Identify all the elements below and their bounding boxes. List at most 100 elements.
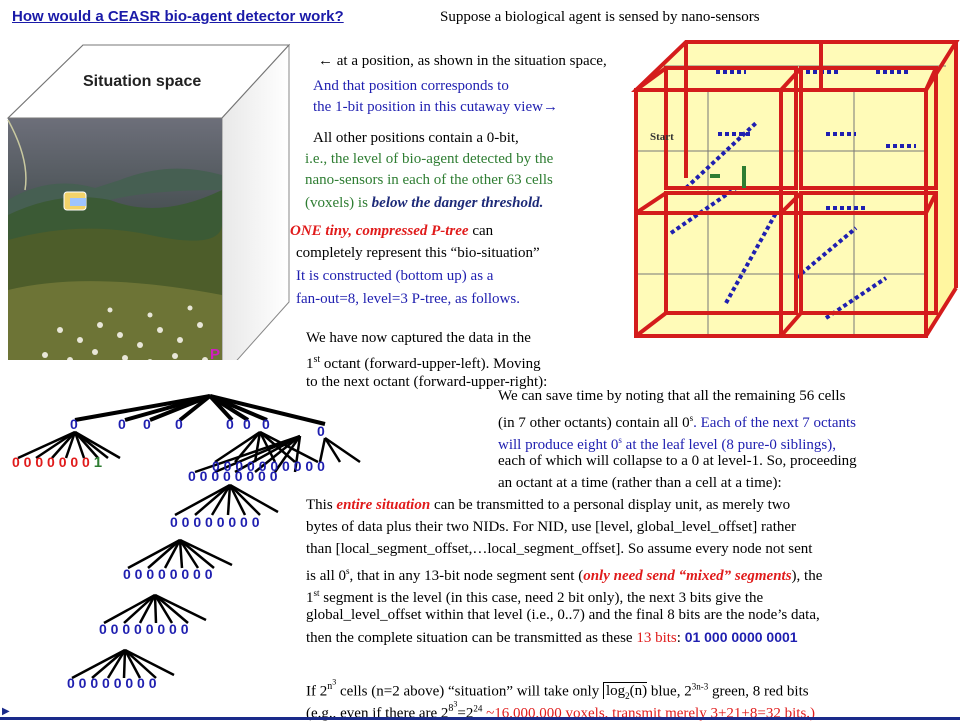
text-cutaway: the 1-bit position in this cutaway view→ [313, 99, 558, 115]
text-eg-3: 3 [453, 700, 458, 709]
tree-top-zero-7: 0 [262, 416, 270, 432]
bottom-bar [0, 717, 960, 720]
text-fanout: fan-out=8, level=3 P-tree, as follows. [296, 291, 520, 307]
text-threshold: below the danger threshold. [371, 195, 544, 211]
text-if-a: If 2 [306, 683, 328, 700]
text-voxels: (voxels) is below the danger threshold. [305, 193, 543, 213]
text-constructed: It is constructed (bottom up) as a [296, 268, 494, 284]
landscape-photo [7, 119, 222, 360]
text-nid: bytes of data plus their two NIDs. For N… [306, 519, 797, 535]
tree-top-zero-5: 0 [226, 416, 234, 432]
ptree-diagram [17, 394, 361, 680]
text-first-octant-1: 1 [306, 356, 314, 372]
text-eight-zeros-sup: s [618, 435, 622, 445]
text-eight-zeros-b: at the leaf level (8 pure-0 siblings), [621, 437, 837, 453]
ptree-top-branches [74, 394, 326, 426]
p-label: P [210, 346, 221, 363]
text-segment-sent: is all 0s, that in any 13-bit node segme… [306, 561, 822, 586]
text-bit-string: 01 000 0000 0001 [684, 629, 798, 645]
text-13-bits: 13 bits [636, 630, 677, 646]
blue-dotted-paths [669, 70, 916, 320]
text-next-octant: to the next octant (forward-upper-right)… [306, 374, 548, 390]
tree-leaf-row-2a: 0 0 0 0 0 0 0 0 0 0 [212, 458, 325, 474]
tree-top-zero-1: 0 [70, 416, 78, 432]
text-segment-d: ), the [791, 568, 823, 584]
tree-leaf-row-4: 0 0 0 0 0 0 0 0 [123, 566, 213, 582]
ptree-leaf-branches [17, 430, 361, 680]
text-if-3: 3 [332, 678, 337, 687]
text-zero-bit: All other positions contain a 0-bit, [313, 130, 519, 146]
cutaway-cube: Start [631, 40, 960, 338]
text-nano-sensors: nano-sensors in each of the other 63 cel… [305, 172, 553, 188]
text-eg-24: 24 [473, 703, 483, 714]
tree-leaf-row-1-zeros: 0 0 0 0 0 0 0 [12, 454, 90, 470]
text-captured: We have now captured the data in the [306, 330, 531, 346]
page-title: How would a CEASR bio-agent detector wor… [12, 8, 344, 25]
text-mixed-segments: only need send “mixed” segments [583, 568, 792, 584]
text-first-seg-sup: st [313, 588, 320, 598]
text-first-seg-1: 1 [306, 590, 314, 606]
green-bit-marker [710, 166, 746, 188]
text-if-f: green, 8 red bits [708, 683, 809, 700]
text-ptree-can: can [468, 223, 494, 239]
text-remaining-b: . Each of the next 7 octants [693, 415, 856, 431]
text-eight-zeros-a: will produce eight 0 [498, 437, 619, 453]
text-log-base: 2 [625, 691, 630, 702]
text-remaining-a: (in 7 other octants) contain all 0 [498, 415, 690, 431]
text-position-arrow: ← at a position, as shown in the situati… [318, 53, 607, 69]
situation-space-cube [6, 43, 290, 360]
text-entire-a: This [306, 497, 337, 513]
tree-leaf-row-5: 0 0 0 0 0 0 0 0 [99, 621, 189, 637]
tree-leaf-row-3: 0 0 0 0 0 0 0 0 [170, 514, 260, 530]
text-complete-colon: : [676, 630, 685, 646]
text-first-octant-rest: octant (forward-upper-left). Moving [320, 356, 541, 372]
tree-top-zero-6: 0 [243, 416, 251, 432]
tree-leaf-row-2b: 0 0 0 0 0 0 0 0 [188, 468, 278, 484]
text-remaining-octants: (in 7 other octants) contain all 0s. Eac… [498, 408, 856, 433]
intro-text: Suppose a biological agent is sensed by … [440, 9, 760, 25]
text-if-cells: If 2n3 cells (n=2 above) “situation” wil… [306, 673, 809, 706]
text-log: log [605, 683, 626, 700]
text-bio-situation: completely represent this “bio-situation… [296, 245, 540, 261]
text-segment-a: is all 0 [306, 568, 346, 584]
text-collapse: each of which will collapse to a 0 at le… [498, 453, 857, 469]
start-label: Start [650, 131, 674, 143]
text-segment-b: , that in any 13-bit node segment sent ( [349, 568, 584, 584]
text-first-seg-rest: segment is the level (in this case, need… [319, 590, 764, 606]
text-local-offset: than [local_segment_offset,…local_segmen… [306, 541, 813, 557]
text-eg-8: 8 [448, 703, 454, 715]
text-log-n: (n) [629, 683, 648, 700]
text-ptree-emph: ONE tiny, compressed P-tree [290, 223, 469, 239]
text-if-b: cells (n=2 above) “situation” will take … [336, 683, 603, 700]
text-voxels-a: (voxels) is [305, 195, 372, 211]
situation-space-label: Situation space [83, 73, 202, 90]
text-first-segment: 1st segment is the level (in this case, … [306, 583, 763, 608]
tree-leaf-one: 1 [93, 454, 103, 471]
text-entire-c: can be transmitted to a personal display… [430, 497, 791, 513]
text-segment-sup: s [346, 566, 350, 576]
text-global-offset: global_level_offset within that level (i… [306, 607, 820, 623]
text-save-time: We can save time by noting that all the … [498, 388, 846, 404]
text-first-octant: 1st octant (forward-upper-left). Moving [306, 350, 541, 374]
text-complete-situation: then the complete situation can be trans… [306, 627, 798, 648]
text-ptree: ONE tiny, compressed P-tree can [290, 221, 493, 241]
tree-leaf-row-1: 0 0 0 0 0 0 0 1 [12, 454, 102, 471]
tree-top-zero-8: 0 [317, 423, 325, 439]
bottom-arrow-icon: ▶ [2, 706, 10, 717]
text-if-n: n [327, 681, 333, 693]
text-if-exp: 3n-3 [691, 681, 709, 692]
red-octant-edges [631, 40, 960, 338]
tree-top-zero-2: 0 [118, 416, 126, 432]
text-level-detected: i.e., the level of bio-agent detected by… [305, 151, 554, 167]
text-complete-a: then the complete situation can be trans… [306, 630, 637, 646]
text-entire-emph: entire situation [336, 497, 431, 513]
text-first-octant-sup: st [313, 354, 321, 365]
text-remaining-sup: s [689, 413, 694, 423]
text-eight-zeros: will produce eight 0s at the leaf level … [498, 430, 836, 455]
text-octant-time: an octant at a time (rather than a cell … [498, 475, 782, 491]
text-entire-situation: This entire situation can be transmitted… [306, 495, 790, 515]
tree-leaf-row-6: 0 0 0 0 0 0 0 0 [67, 675, 157, 691]
text-if-e: blue, 2 [647, 683, 692, 700]
text-sqrt-log: log2(n) [602, 682, 648, 702]
tree-top-zero-4: 0 [175, 416, 183, 432]
